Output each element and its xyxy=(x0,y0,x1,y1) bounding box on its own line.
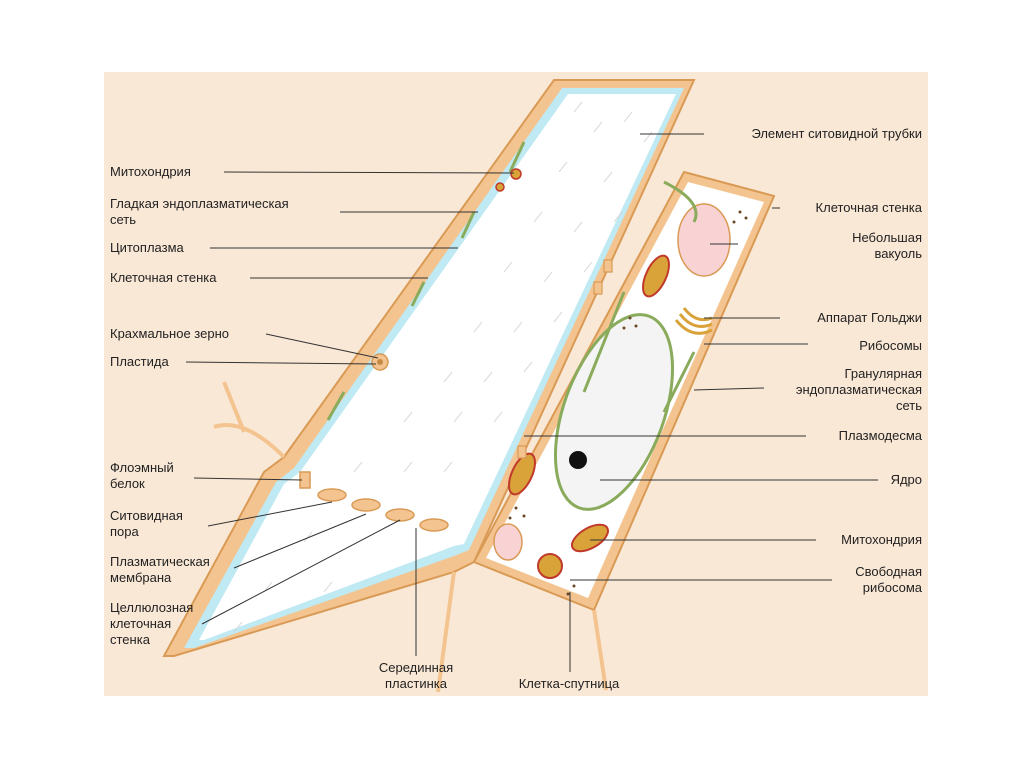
golgi-apparatus xyxy=(674,307,713,335)
label-sieve-tube-element: Элемент ситовидной трубки xyxy=(751,126,922,141)
label-starch-grain: Крахмальное зерно xyxy=(110,326,229,341)
label-phloem-protein-2: белок xyxy=(110,476,145,491)
neighbour-cell-walls xyxy=(213,381,608,693)
label-rough-er-2: эндоплазматическая xyxy=(795,382,922,397)
nucleolus xyxy=(569,451,587,469)
starch-grain xyxy=(377,359,383,365)
sieve-plate xyxy=(299,471,449,532)
ribosomes xyxy=(508,210,748,596)
label-cellulose-wall-1: Целлюлозная xyxy=(110,600,194,615)
label-companion-cell: Клетка-спутница xyxy=(518,676,620,691)
phloem-sap-streaks xyxy=(233,101,653,633)
label-small-vacuole-2: вакуоль xyxy=(874,246,922,261)
companion-mitochondrion-4 xyxy=(537,553,563,579)
smooth-er xyxy=(326,141,526,421)
label-middle-lamella-2: пластинка xyxy=(385,676,447,691)
label-cytoplasm: Цитоплазма xyxy=(110,240,184,255)
label-phloem-protein-1: Флоэмный xyxy=(110,460,174,475)
sieve-mitochondrion-2 xyxy=(495,182,505,192)
sieve-mitochondrion xyxy=(510,168,522,180)
label-smooth-er-2: сеть xyxy=(110,212,137,227)
label-cell-wall-right: Клеточная стенка xyxy=(815,200,922,215)
label-cellulose-wall-3: стенка xyxy=(110,632,150,647)
label-free-ribosome-2: рибосома xyxy=(862,580,922,595)
companion-mitochondrion-1 xyxy=(642,254,670,298)
companion-mitochondrion-2 xyxy=(508,452,536,496)
companion-mitochondrion-3 xyxy=(570,523,610,553)
label-middle-lamella-1: Серединная xyxy=(378,660,454,675)
label-ribosomes: Рибосомы xyxy=(859,338,922,353)
vacuole-lower xyxy=(493,523,523,561)
label-mitochondria-right: Митохондрия xyxy=(841,532,922,547)
label-sieve-pore-1: Ситовидная xyxy=(110,508,183,523)
label-cellulose-wall-2: клеточная xyxy=(110,616,172,631)
sieve-tube-lumen xyxy=(199,94,676,640)
label-golgi: Аппарат Гольджи xyxy=(817,310,922,325)
label-sieve-pore-2: пора xyxy=(110,524,139,539)
label-plasma-membrane-2: мембрана xyxy=(110,570,172,585)
rough-er xyxy=(582,180,698,413)
label-plasmodesma: Плазмодесма xyxy=(838,428,922,443)
phloem-diagram: Митохондрия Гладкая эндоплазматическая с… xyxy=(104,72,928,696)
label-smooth-er-1: Гладкая эндоплазматическая xyxy=(110,196,289,211)
label-cell-wall-left: Клеточная стенка xyxy=(110,270,217,285)
label-nucleus: Ядро xyxy=(890,472,922,487)
label-plastid: Пластида xyxy=(110,354,169,369)
label-mitochondria-left: Митохондрия xyxy=(110,164,191,179)
plasmodesmata xyxy=(517,259,613,459)
small-vacuole xyxy=(677,203,731,277)
leader-lines xyxy=(185,133,878,672)
label-rough-er-3: сеть xyxy=(895,398,922,413)
label-small-vacuole-1: Небольшая xyxy=(852,230,922,245)
phloem-illustration xyxy=(104,72,928,696)
label-plasma-membrane-1: Плазматическая xyxy=(110,554,210,569)
label-free-ribosome-1: Свободная xyxy=(855,564,922,579)
label-rough-er-1: Гранулярная xyxy=(844,366,922,381)
